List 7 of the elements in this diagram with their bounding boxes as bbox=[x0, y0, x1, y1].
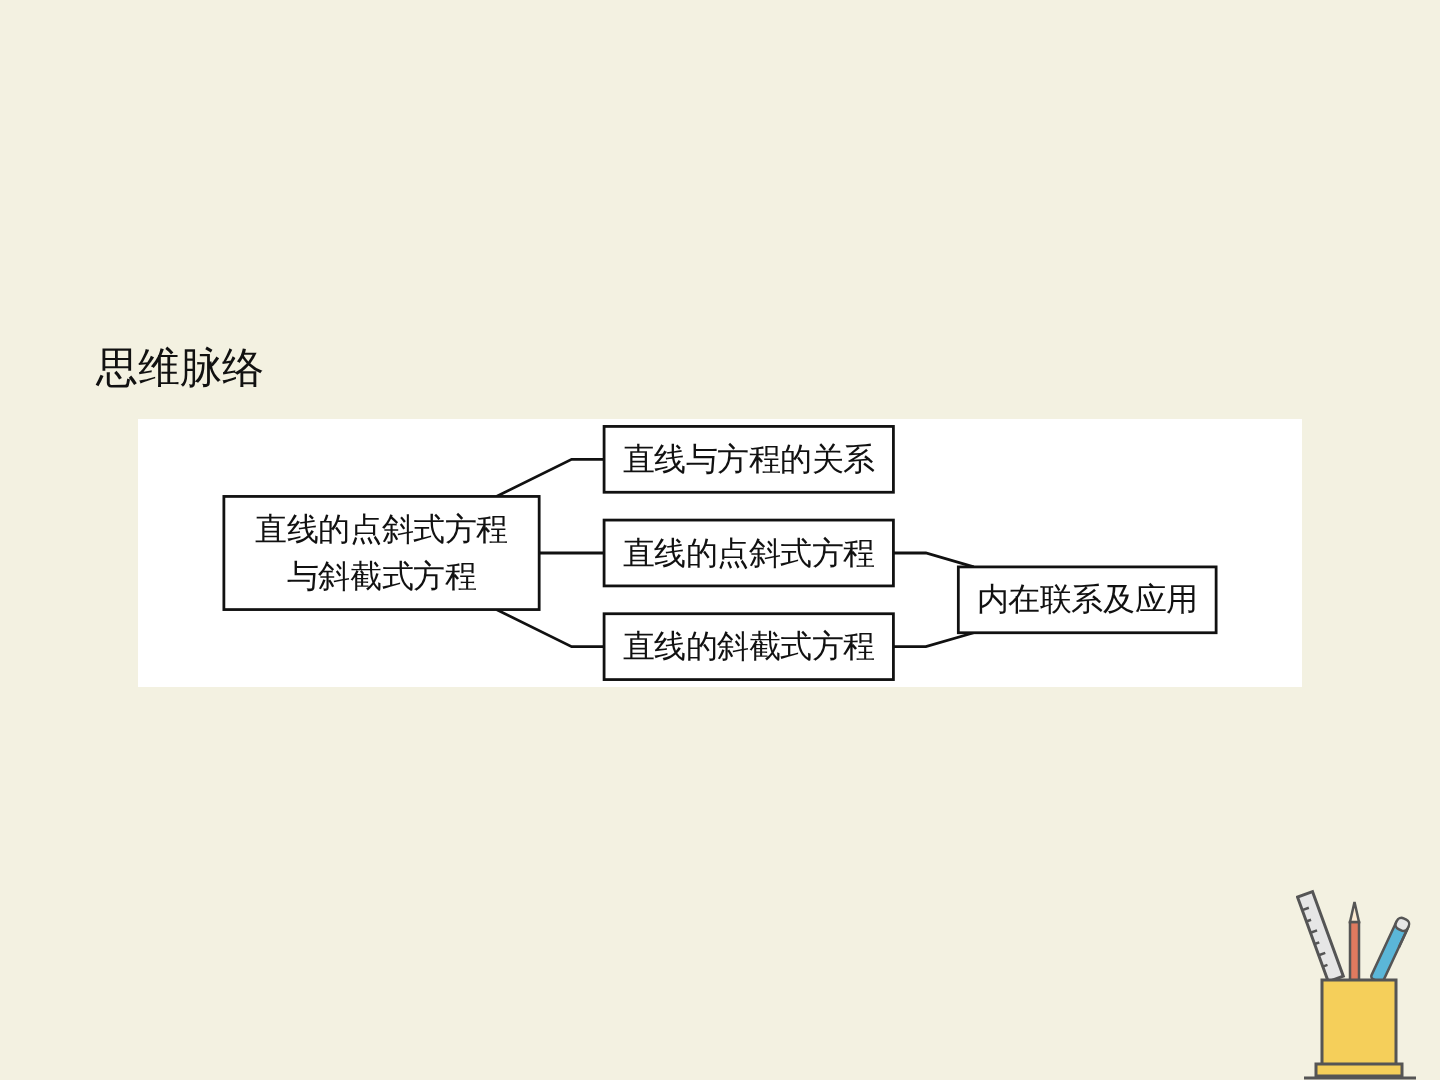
node-box: 直线的点斜式方程与斜截式方程 bbox=[222, 495, 541, 611]
title: 思维脉络 bbox=[96, 343, 264, 393]
node-box: 内在联系及应用 bbox=[956, 565, 1218, 635]
node-box: 直线的点斜式方程 bbox=[602, 518, 895, 588]
connector bbox=[539, 551, 605, 555]
node-box: 直线的斜截式方程 bbox=[602, 612, 895, 681]
node-box: 直线与方程的关系 bbox=[602, 425, 895, 494]
